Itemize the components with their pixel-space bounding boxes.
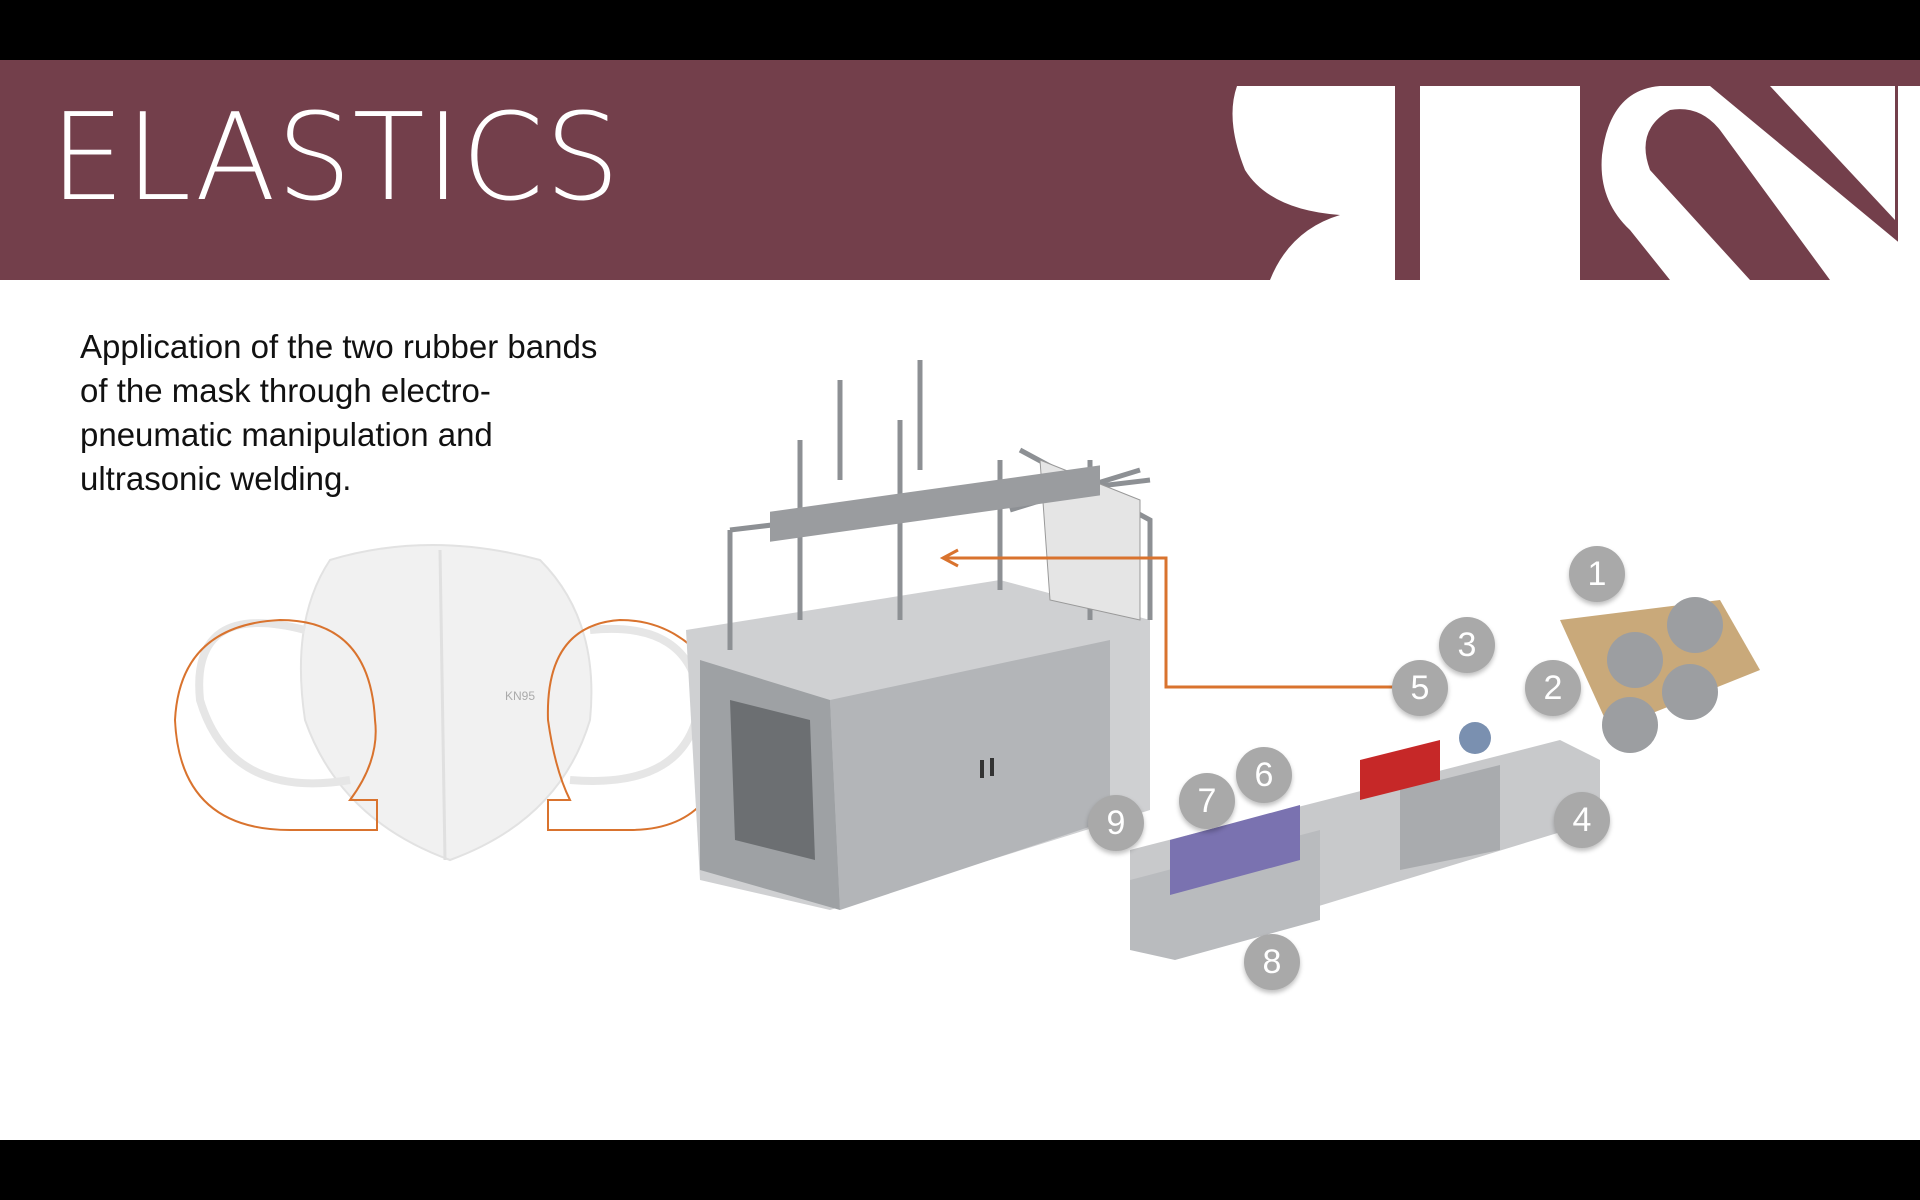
station-badge-8: 8 xyxy=(1244,934,1300,990)
header-band: ELASTICS xyxy=(0,60,1920,280)
callout-arrow xyxy=(939,548,1393,689)
station-badge-6: 6 xyxy=(1236,747,1292,803)
mask-image: KN95 xyxy=(195,544,705,862)
station-badge-4: 4 xyxy=(1554,792,1610,848)
company-logo xyxy=(1232,86,1920,280)
station-badge-1: 1 xyxy=(1569,546,1625,602)
slide-title: ELASTICS xyxy=(50,86,621,228)
station-badge-3: 3 xyxy=(1439,617,1495,673)
machine-illustration: KN95 xyxy=(173,360,1760,960)
production-line-illustration xyxy=(1130,597,1760,960)
station-badge-7: 7 xyxy=(1179,773,1235,829)
elastic-station-machine xyxy=(686,360,1153,910)
svg-text:KN95: KN95 xyxy=(505,689,535,703)
station-badge-2: 2 xyxy=(1525,660,1581,716)
station-badge-9: 9 xyxy=(1088,795,1144,851)
slide: ELASTICS Application of the two rubber b… xyxy=(0,60,1920,1140)
station-badge-5: 5 xyxy=(1392,660,1448,716)
description-text: Application of the two rubber bands of t… xyxy=(80,328,598,497)
